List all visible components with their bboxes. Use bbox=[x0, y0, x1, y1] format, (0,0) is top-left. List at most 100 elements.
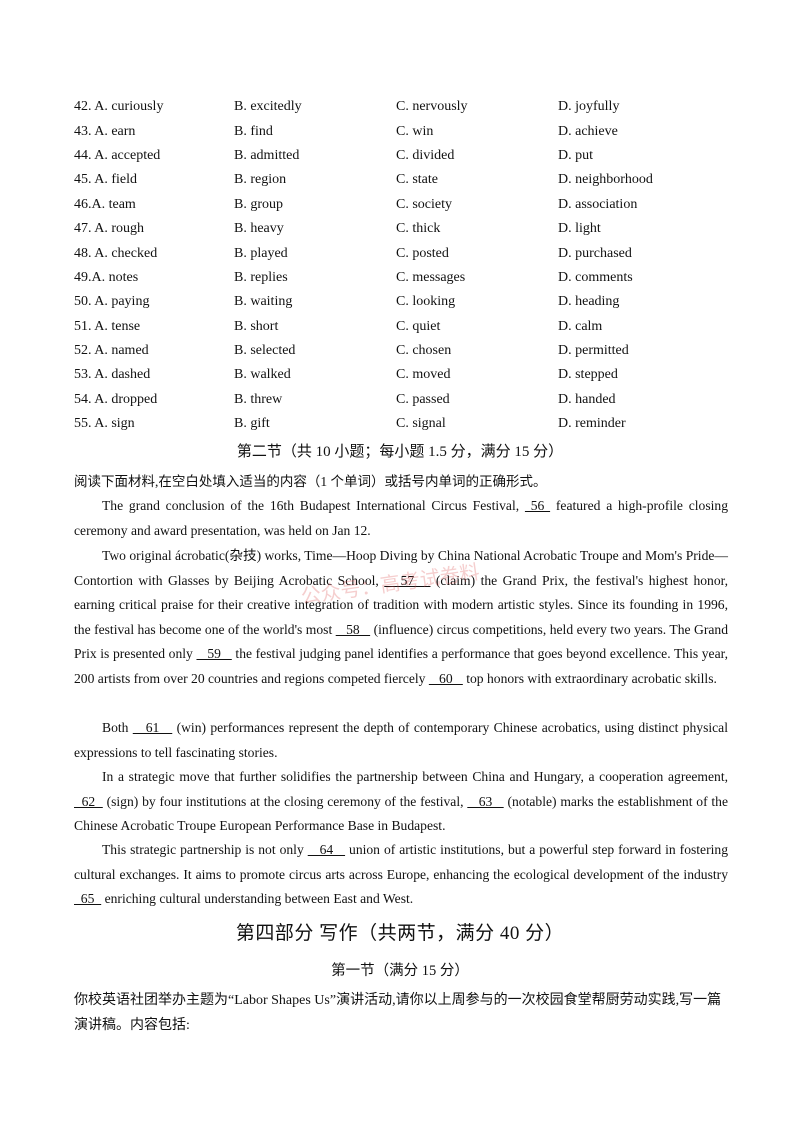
option-d: D. comments bbox=[558, 269, 633, 285]
option-a: 53. A. dashed bbox=[74, 367, 151, 383]
passage-text: (sign) by four institutions at the closi… bbox=[102, 793, 468, 809]
option-b: B. heavy bbox=[234, 221, 284, 237]
option-row: 48. A. checked B. played C. posted D. purch… bbox=[74, 241, 754, 265]
option-a: 49.A. notes bbox=[74, 269, 139, 285]
option-d: D. handed bbox=[558, 391, 616, 407]
option-a: 47. A. rough bbox=[74, 221, 144, 237]
option-a: 54. A. dropped bbox=[74, 391, 158, 407]
option-b: B. admitted bbox=[234, 147, 300, 163]
option-c: C. nervously bbox=[396, 99, 468, 115]
option-b: B. group bbox=[234, 196, 283, 212]
option-d: D. reminder bbox=[558, 416, 626, 432]
option-c: C. messages bbox=[396, 269, 466, 285]
option-row: 50. A. paying B. waiting C. looking D. head… bbox=[74, 290, 754, 314]
option-b: B. gift bbox=[234, 416, 270, 432]
option-row: 54. A. dropped B. threw C. passed D. handed bbox=[74, 388, 754, 412]
blank-56: 56 bbox=[524, 498, 551, 513]
passage-text: (influence) circus competitions, held ev… bbox=[74, 621, 728, 662]
answer-options-table: 42. A. curiously B. excitedly C. nervously… bbox=[74, 95, 754, 436]
option-a: 48. A. checked bbox=[74, 245, 158, 261]
option-row: 45. A. field B. region C. state D. neighbor… bbox=[74, 168, 754, 192]
option-c: C. passed bbox=[396, 391, 450, 407]
option-c: C. looking bbox=[396, 294, 456, 310]
passage-text: (claim) the Grand Prix, the festival's h… bbox=[74, 572, 729, 637]
passage-text: the festival judging panel identifies a … bbox=[74, 646, 728, 686]
option-c: C. signal bbox=[396, 416, 446, 432]
passage-paragraph-2: Two original ácrobatic(杂技) works, Time—H… bbox=[74, 544, 728, 691]
passage-text: top honors with extraordinary acrobatic … bbox=[462, 670, 717, 686]
passage-text: (notable) marks the establishment of the… bbox=[74, 793, 729, 834]
option-d: D. purchased bbox=[558, 245, 632, 261]
option-c: C. posted bbox=[396, 245, 449, 261]
option-b: B. played bbox=[234, 245, 288, 261]
option-a: 42. A. curiously bbox=[74, 99, 164, 115]
option-c: C. quiet bbox=[396, 318, 441, 334]
option-d: D. heading bbox=[558, 294, 620, 310]
option-c: C. chosen bbox=[396, 343, 452, 359]
passage-text: Both bbox=[102, 720, 133, 735]
section2-instruction: 阅读下面材料,在空白处填入适当的内容（1 个单词）或括号内单词的正确形式。 bbox=[74, 474, 547, 489]
passage-text: Two original ácrobatic(杂技) works, Time—H… bbox=[74, 548, 728, 588]
option-a: 51. A. tense bbox=[74, 318, 141, 334]
writing-task-prompt: 你校英语社团举办主题为“Labor Shapes Us”演讲活动,请你以上周参与… bbox=[74, 993, 722, 1033]
blank-60: 60 bbox=[428, 670, 463, 686]
section1-title: 第一节（满分 15 分） bbox=[331, 963, 469, 979]
option-d: D. association bbox=[558, 196, 638, 212]
option-row: 42. A. curiously B. excitedly C. nervously… bbox=[74, 95, 754, 119]
blank-64: 64 bbox=[307, 842, 346, 857]
option-b: B. region bbox=[234, 172, 287, 188]
option-c: C. win bbox=[396, 123, 434, 139]
blank-65: 65 bbox=[74, 891, 102, 906]
option-row: 46.A. team B. group C. society D. associati… bbox=[74, 193, 754, 217]
blank-63: 63 bbox=[467, 793, 504, 809]
option-a: 52. A. named bbox=[74, 343, 149, 359]
blank-57: 57 bbox=[384, 572, 431, 588]
passage-text: featured a high-profile closing ceremony… bbox=[74, 498, 728, 538]
option-row: 52. A. named B. selected C. chosen D. permi… bbox=[74, 339, 754, 363]
section2-title: 第二节（共 10 小题；每小题 1.5 分，满分 15 分） bbox=[236, 444, 564, 460]
option-b: B. short bbox=[234, 318, 279, 334]
option-row: 47. A. rough B. heavy C. thick D. light bbox=[74, 217, 754, 241]
option-a: 46.A. team bbox=[74, 196, 136, 212]
option-d: D. light bbox=[558, 221, 601, 237]
passage-paragraph-5: This strategic partnership is not only 6… bbox=[74, 838, 728, 912]
option-a: 50. A. paying bbox=[74, 294, 150, 310]
option-a: 55. A. sign bbox=[74, 416, 135, 432]
option-c: C. state bbox=[396, 172, 438, 188]
option-b: B. excitedly bbox=[234, 99, 302, 115]
option-c: C. divided bbox=[396, 147, 455, 163]
passage-paragraph-3: Both 61 (win) performances represent the… bbox=[74, 716, 728, 765]
option-c: C. society bbox=[396, 196, 452, 212]
option-d: D. neighborhood bbox=[558, 172, 653, 188]
option-b: B. walked bbox=[234, 367, 291, 383]
option-c: C. thick bbox=[396, 221, 441, 237]
passage-paragraph-4: In a strategic move that further solidif… bbox=[74, 765, 728, 839]
option-a: 45. A. field bbox=[74, 172, 137, 188]
option-d: D. put bbox=[558, 147, 593, 163]
option-a: 44. A. accepted bbox=[74, 147, 161, 163]
passage-text: (win) performances represent the depth o… bbox=[74, 720, 728, 760]
option-b: B. selected bbox=[234, 343, 296, 359]
option-d: D. achieve bbox=[558, 123, 618, 139]
blank-59: 59 bbox=[196, 646, 232, 661]
passage-text: union of artistic institutions, but a po… bbox=[74, 842, 728, 882]
blank-61: 61 bbox=[132, 720, 173, 735]
option-b: B. waiting bbox=[234, 294, 293, 310]
passage-text: enriching cultural understanding between… bbox=[101, 891, 414, 906]
option-a: 43. A. earn bbox=[74, 123, 136, 139]
option-row: 51. A. tense B. short C. quiet D. calm bbox=[74, 315, 754, 339]
part4-title: 第四部分 写作（共两节，满分 40 分） bbox=[235, 923, 565, 944]
passage-text: This strategic partnership is not only bbox=[102, 842, 308, 857]
option-d: D. calm bbox=[558, 318, 603, 334]
blank-58: 58 bbox=[335, 621, 371, 637]
option-d: D. joyfully bbox=[558, 99, 620, 115]
option-row: 44. A. accepted B. admitted C. divided D. p… bbox=[74, 144, 754, 168]
option-b: B. threw bbox=[234, 391, 283, 407]
passage-text: In a strategic move that further solidif… bbox=[102, 769, 728, 784]
option-d: D. permitted bbox=[558, 343, 629, 359]
option-d: D. stepped bbox=[558, 367, 618, 383]
